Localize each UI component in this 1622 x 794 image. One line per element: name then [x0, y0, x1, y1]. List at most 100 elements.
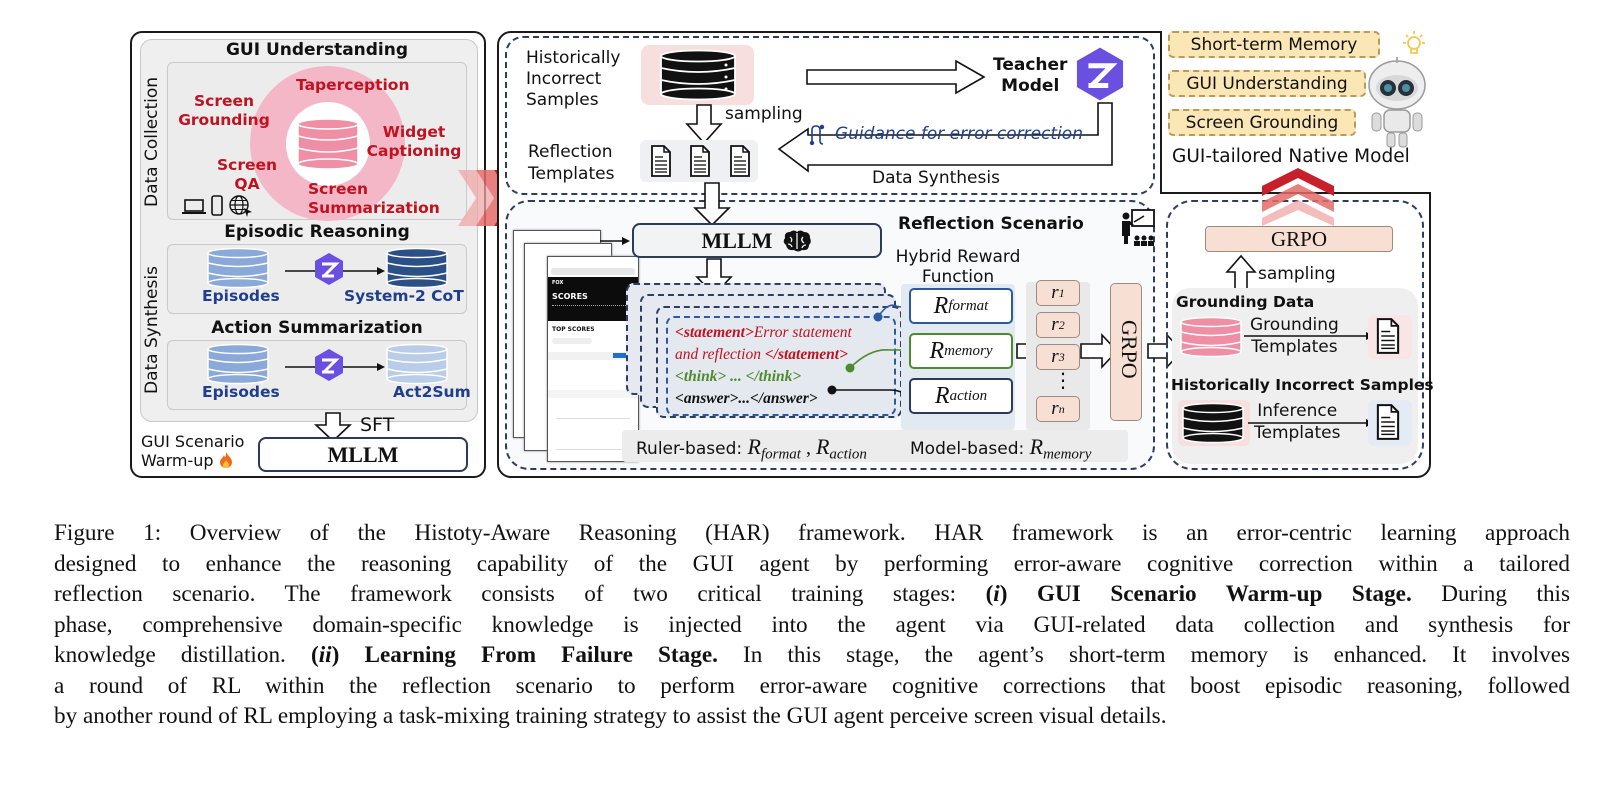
- episodes-label-2: Episodes: [202, 383, 280, 401]
- grounding-database-icon: [1180, 316, 1242, 358]
- data-synthesis-dashed-box: [505, 36, 1155, 195]
- statement-line-1: <statement>Error statement: [675, 324, 852, 341]
- phone-scores-heading: SCORES: [552, 292, 588, 301]
- grounding-doc-icon: [1376, 318, 1400, 354]
- capability-screen-grounding: Screen Grounding: [1168, 109, 1356, 136]
- model-based-legend: Model-based: Rmemory: [910, 434, 1092, 463]
- grounding-templates-label: Grounding Templates: [1250, 315, 1339, 357]
- up-chevrons: [1262, 168, 1334, 226]
- episodic-reasoning-title: Episodic Reasoning: [224, 222, 410, 242]
- brain-icon: [784, 230, 812, 251]
- phone-status-bar: [548, 257, 638, 266]
- task-screen-summarization: Screen Summarization: [308, 180, 440, 217]
- incorrect-database-icon: [1182, 402, 1244, 444]
- phone-icon: [211, 195, 223, 216]
- data-synthesis-label: Data Synthesis: [142, 266, 162, 394]
- caption-line: a round of RL within the reflection scen…: [54, 671, 1570, 702]
- inference-arrow: [1248, 419, 1374, 427]
- sft-arrow: [313, 412, 353, 443]
- reflection-templates-label: Reflection Templates: [528, 142, 615, 184]
- cutout-border: [1160, 31, 1162, 194]
- fire-icon: [219, 452, 232, 468]
- caption-segment: Figure 1: Overview of the Histoty-Aware …: [54, 520, 1570, 546]
- incorrect-samples-database-icon: [660, 49, 736, 101]
- caption-segment: [1007, 581, 1037, 607]
- r-to-grpo-arrow: [1080, 332, 1119, 370]
- teacher-model-icon: [315, 253, 343, 285]
- inference-doc-icon: [1376, 404, 1400, 440]
- caption-segment: (: [311, 642, 319, 668]
- phone-game-1: [556, 418, 630, 429]
- template-doc-icon-1: [651, 145, 671, 177]
- guidance-icon: [809, 124, 825, 146]
- phone-screenshot: FOX SCORES TOP SCORES: [547, 256, 639, 462]
- globe-icon: [229, 195, 252, 217]
- caption-line: phase, comprehensive domain-specific kno…: [54, 610, 1570, 641]
- phone-game-2: [556, 449, 630, 460]
- reflection-scenario-title: Reflection Scenario: [898, 214, 1084, 234]
- teacher-model-label: Teacher Model: [993, 55, 1068, 96]
- caption-segment: [339, 642, 364, 668]
- caption-segment: by another round of RL employing a task-…: [54, 703, 1167, 729]
- teacher-model-icon-2: [315, 349, 343, 381]
- ruler-based-legend: Ruler-based: Rformat , Raction: [636, 434, 867, 463]
- phone-top-scores: TOP SCORES: [552, 326, 595, 333]
- task-screen-qa: Screen QA: [217, 156, 278, 193]
- output-card: <statement>Error statement and reflectio…: [666, 316, 896, 416]
- teacher-model-icon-large: [1076, 47, 1124, 101]
- caption-segment: ): [999, 581, 1008, 607]
- think-line: <think> ... </think>: [675, 368, 802, 385]
- inference-templates-label: Inference Templates: [1254, 401, 1341, 443]
- capability-short-term-memory: Short-term Memory: [1168, 31, 1380, 58]
- data-synthesis-label: Data Synthesis: [872, 168, 1000, 188]
- phone-url-bar: [551, 268, 635, 275]
- templates-to-mllm-arrow: [693, 182, 731, 227]
- caption-segment: designed to enhance the reasoning capabi…: [54, 550, 1570, 577]
- caption-segment: Learning From Failure Stage.: [364, 642, 718, 668]
- caption-segment: In this stage, the agent’s short-term me…: [717, 642, 1571, 668]
- robot-icon: [1368, 57, 1426, 148]
- to-teacher-arrow: [806, 59, 986, 95]
- phone-chips: [552, 338, 592, 344]
- episodes-database-icon: [207, 247, 269, 289]
- task-widget-captioning: Widget Captioning: [366, 123, 462, 160]
- answer-line: <answer>...</answer>: [675, 390, 818, 407]
- native-model-title: GUI-tailored Native Model: [1172, 146, 1410, 167]
- grounding-data-title: Grounding Data: [1176, 293, 1315, 311]
- phone-nav-tabs: [552, 305, 634, 308]
- figure: GUI Understanding Taperception Screen Gr…: [130, 29, 1434, 478]
- statement-line-2: and reflection </statement>: [675, 346, 848, 363]
- data-collection-label: Data Collection: [142, 76, 162, 207]
- task-taperception: Taperception: [296, 76, 410, 94]
- caption-segment: phase, comprehensive domain-specific kno…: [54, 611, 1570, 638]
- act2sum-label: Act2Sum: [393, 383, 471, 401]
- caption-segment: a round of RL within the reflection scen…: [54, 672, 1570, 699]
- phone-row-2: [548, 390, 638, 398]
- caption-segment: ): [331, 642, 340, 668]
- sampling-label-top: sampling: [725, 104, 803, 124]
- screenshot-to-mllm-arrow: [600, 237, 630, 245]
- act2sum-database-icon: [386, 343, 448, 385]
- caption-line: knowledge distillation. (ii) Learning Fr…: [54, 640, 1570, 671]
- historically-incorrect-title: Historically Incorrect Samples: [1171, 376, 1434, 394]
- action-summarization-title: Action Summarization: [211, 318, 423, 338]
- warmup-stage-label: GUI Scenario Warm-up: [141, 432, 245, 470]
- caption-line: reflection scenario. The framework consi…: [54, 579, 1570, 610]
- template-doc-icon-3: [730, 145, 750, 177]
- phone-header: FOX SCORES: [548, 277, 638, 321]
- task-screen-grounding: Screen Grounding: [178, 92, 270, 129]
- caption-segment: (: [985, 581, 994, 607]
- data-synthesis-return-arrow: [777, 102, 1113, 173]
- idea-bulb-icon: [1403, 31, 1425, 54]
- episodes-database-icon-2: [207, 343, 269, 385]
- laptop-icon: [182, 199, 206, 214]
- capability-gui-understanding: GUI Understanding: [1168, 70, 1366, 97]
- caption-line: designed to enhance the reasoning capabi…: [54, 549, 1570, 580]
- episodes-label-1: Episodes: [202, 287, 280, 305]
- hybrid-reward-title: Hybrid Reward Function: [895, 247, 1021, 287]
- caption-segment: During this: [1411, 581, 1571, 607]
